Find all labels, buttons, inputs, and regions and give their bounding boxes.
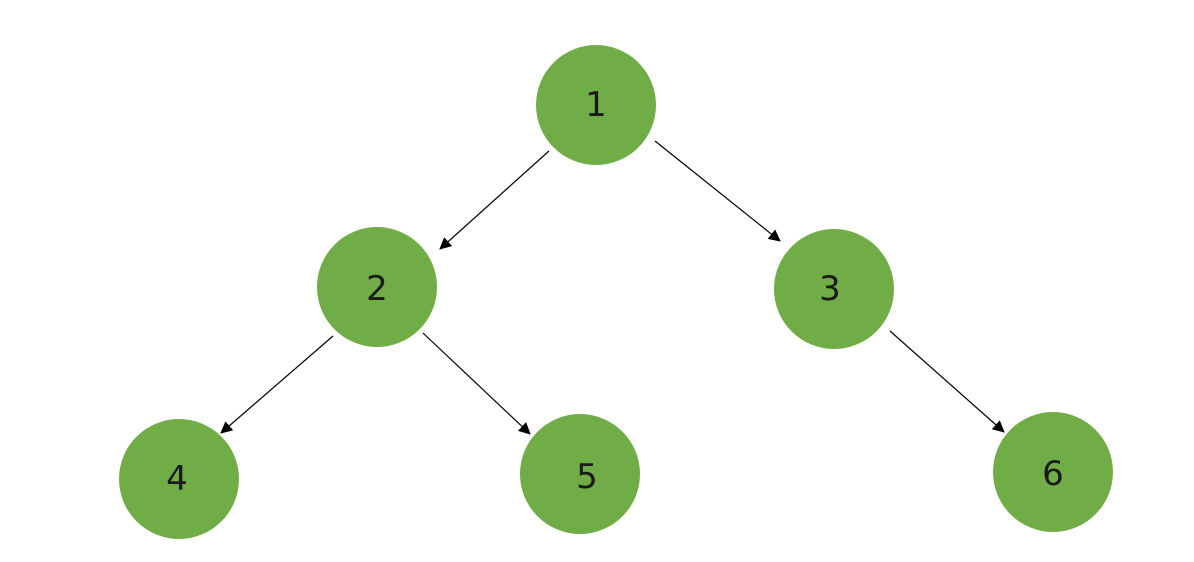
- node-circle: [119, 419, 239, 539]
- tree-node-3: 3: [774, 229, 894, 349]
- edge-layer: [220, 140, 1005, 435]
- tree-node-2: 2: [317, 227, 437, 347]
- node-label: 4: [166, 459, 188, 499]
- node-label: 6: [1042, 454, 1064, 494]
- edge-1-3: [654, 140, 781, 242]
- edge-1-2: [439, 150, 550, 250]
- node-circle: [317, 227, 437, 347]
- node-circle: [520, 414, 640, 534]
- tree-node-6: 6: [993, 412, 1113, 532]
- node-label: 3: [819, 269, 841, 309]
- tree-node-4: 4: [119, 419, 239, 539]
- node-circle: [774, 229, 894, 349]
- node-circle: [536, 45, 656, 165]
- node-label: 5: [576, 457, 598, 497]
- edge-3-6: [889, 330, 1005, 433]
- edge-2-4: [220, 335, 334, 434]
- tree-node-5: 5: [520, 414, 640, 534]
- node-label: 1: [585, 85, 607, 125]
- node-label: 2: [366, 269, 388, 309]
- tree-node-1: 1: [536, 45, 656, 165]
- edge-2-5: [422, 332, 531, 435]
- node-layer: 1 2 3 4 5 6: [119, 45, 1113, 539]
- node-circle: [993, 412, 1113, 532]
